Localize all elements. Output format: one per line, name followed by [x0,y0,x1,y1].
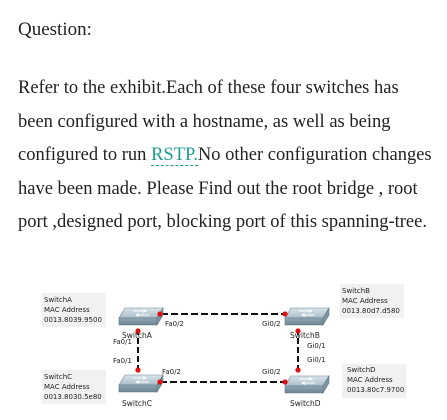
switch-c-icon[interactable] [118,374,164,393]
port-dot-a-fa02 [157,311,163,317]
switch-b-info-box [340,284,404,318]
switch-a-info-name: SwitchA [44,296,72,304]
switch-c-info-box [42,370,106,404]
question-text-part2: No other configuration changes have been… [18,145,432,232]
switch-d-info-name: SwitchD [347,366,376,374]
port-label-c-fa02: Fa0/2 [162,368,181,376]
port-dot-c-fa02 [157,379,163,385]
port-dot-c-fa01 [135,367,141,373]
network-exhibit-diagram: SwitchA MAC Address 0013.8039.9500 Switc… [42,284,406,408]
question-title: Question: [18,19,92,40]
switch-c-info-mac: 0013.8030.5e80 [44,393,102,401]
switch-d-icon[interactable] [284,375,330,394]
switch-b-info-mac-label: MAC Address [342,297,388,305]
port-label-d-gi02: Gi0/2 [262,368,281,376]
port-label-b-gi01: Gi0/1 [307,342,326,350]
switch-d-label: SwitchD [290,399,321,408]
port-dot-b-gi01 [295,328,301,334]
switch-a-icon[interactable] [118,307,164,326]
switch-c-label: SwitchC [122,399,152,408]
switch-a-label: SwitchA [122,331,153,340]
switch-c-info-name: SwitchC [44,373,72,381]
port-dot-a-fa01 [135,328,141,334]
port-label-b-gi02: Gi0/2 [262,320,281,328]
port-dot-d-gi02 [282,379,288,385]
switch-a-info-mac: 0013.8039.9500 [44,316,102,324]
switch-b-icon[interactable] [284,307,330,326]
port-label-a-fa01: Fa0/1 [113,338,132,346]
port-label-d-gi01: Gi0/1 [307,356,326,364]
rstp-link[interactable]: RSTP. [151,145,198,166]
switch-c-info-mac-label: MAC Address [44,383,90,391]
port-label-a-fa02: Fa0/2 [165,320,184,328]
switch-b-label: SwitchB [290,331,320,340]
port-label-c-fa01: Fa0/1 [113,357,132,365]
switch-d-info-mac-label: MAC Address [347,376,393,384]
question-body: Refer to the exhibit.Each of these four … [18,72,438,240]
switch-d-info-box [342,364,406,398]
port-dot-b-gi02 [282,311,288,317]
switch-b-info-mac: 0013.80d7.d580 [342,307,400,315]
switch-a-info-mac-label: MAC Address [44,306,90,314]
port-dot-d-gi01 [295,367,301,373]
switch-b-info-name: SwitchB [342,287,370,295]
switch-d-info-mac: 0013.80c7.9700 [347,386,404,394]
switch-a-info-box [42,293,106,327]
question-text-part1: Refer to the exhibit.Each of these four … [18,78,399,165]
